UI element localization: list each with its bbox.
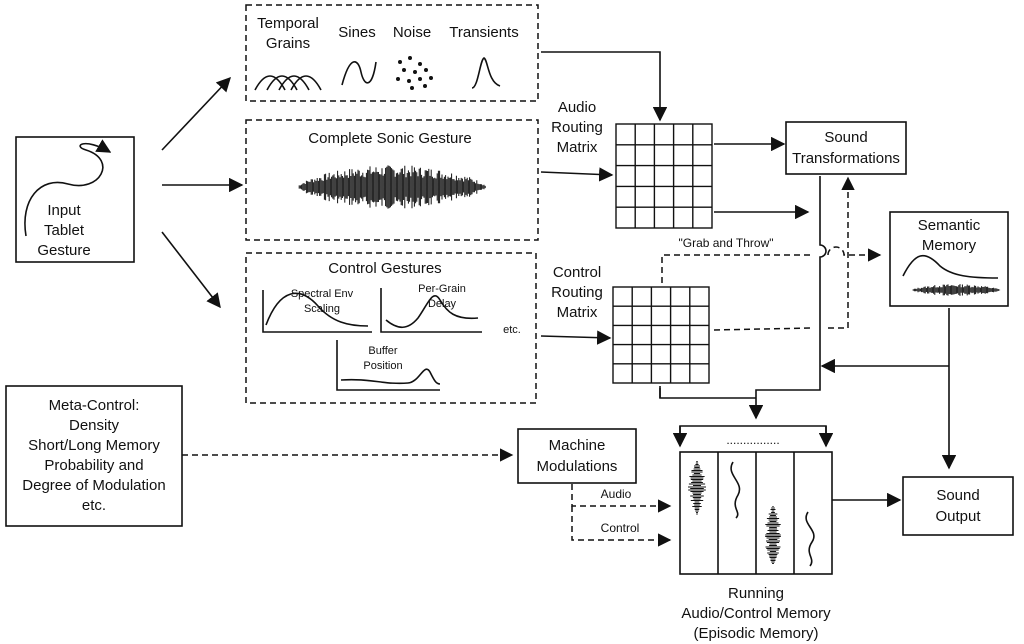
tablet-gesture-stroke — [24, 139, 112, 237]
per-grain-label-1: Per-Grain — [418, 283, 466, 295]
arrow-input-to-control — [161, 231, 221, 309]
per-grain-label-2: Delay — [428, 298, 457, 310]
control-routing-label-1: Control — [553, 264, 601, 281]
audio-routing-matrix-grid — [615, 123, 713, 229]
semantic-memory-box: Semantic Memory — [889, 211, 1009, 307]
noise-label: Noise — [393, 24, 431, 41]
meta-control-line-5: Degree of Modulation — [22, 477, 165, 494]
meta-control-line-2: Density — [69, 417, 120, 434]
complete-sonic-gesture-title: Complete Sonic Gesture — [308, 130, 471, 147]
spectral-env-curve — [265, 292, 369, 327]
buffer-label-1: Buffer — [368, 345, 397, 357]
source-types-box: Temporal Grains Sines Noise Transients — [245, 4, 539, 102]
spectral-env-label-1: Spectral Env — [291, 288, 354, 300]
memory-control-track-1 — [730, 461, 741, 519]
running-memory-line-3: (Episodic Memory) — [693, 625, 818, 642]
per-grain-axes — [380, 288, 482, 333]
control-gestures-etc: etc. — [503, 324, 521, 336]
meta-control-line-1: Meta-Control: — [49, 397, 140, 414]
control-routing-matrix-grid — [612, 286, 710, 384]
memory-control-track-2 — [805, 511, 815, 567]
running-memory-box: ................ Running Audio/Control M… — [672, 425, 834, 642]
input-tablet-line-3: Gesture — [37, 242, 90, 259]
meta-control-line-6: etc. — [82, 497, 106, 514]
sound-transformations-box: Sound Transformations — [785, 121, 907, 175]
per-grain-curve — [385, 294, 479, 329]
memory-audio-track-2 — [765, 506, 781, 564]
audio-routing-label-3: Matrix — [557, 139, 598, 156]
arrow-modulation-control — [571, 506, 672, 547]
running-memory-line-2: Audio/Control Memory — [681, 605, 831, 622]
noise-icon — [396, 56, 433, 90]
transient-icon — [471, 57, 501, 89]
buffer-curve — [340, 368, 441, 385]
sound-output-line-1: Sound — [936, 487, 979, 504]
input-tablet-gesture-box: Input Tablet Gesture — [15, 136, 135, 263]
arrow-bus-to-memory — [748, 363, 821, 420]
machine-modulations-line-2: Modulations — [537, 458, 618, 475]
transients-label: Transients — [449, 24, 518, 41]
temporal-grains-label-1: Temporal — [257, 15, 319, 32]
arrow-grab-throw-to-semantic — [827, 246, 882, 262]
memory-audio-track-1 — [688, 461, 706, 515]
semantic-waveform — [912, 284, 1001, 296]
sound-output-box: Sound Output — [902, 476, 1014, 536]
control-routing-label-3: Matrix — [557, 304, 598, 321]
arrow-sources-to-audio-matrix — [541, 51, 668, 122]
grab-throw-left-segment — [661, 254, 812, 283]
arrow-control-to-control-matrix — [540, 330, 612, 345]
control-matrix-to-memory-join — [659, 388, 756, 399]
semantic-envelope-curve — [902, 255, 999, 279]
control-routing-label-2: Routing — [551, 284, 603, 301]
temporal-grains-label-2: Grains — [266, 35, 310, 52]
running-memory-line-1: Running — [728, 585, 784, 602]
sines-label: Sines — [338, 24, 376, 41]
buffer-label-2: Position — [363, 360, 402, 372]
arrow-sonic-to-audio-matrix — [540, 167, 614, 182]
machine-modulations-line-1: Machine — [549, 437, 606, 454]
control-gestures-title: Control Gestures — [328, 260, 441, 277]
audio-routing-label-1: Audio — [558, 99, 596, 116]
spectral-env-label-2: Scaling — [304, 303, 340, 315]
sound-output-line-2: Output — [935, 508, 981, 525]
memory-dots: ................ — [726, 433, 779, 447]
semantic-memory-line-1: Semantic — [918, 217, 981, 234]
audio-routing-label-2: Routing — [551, 119, 603, 136]
meta-control-line-3: Short/Long Memory — [28, 437, 160, 454]
grab-and-throw-label: "Grab and Throw" — [678, 236, 773, 250]
sound-transformations-line-1: Sound — [824, 129, 867, 146]
complete-sonic-gesture-box: Complete Sonic Gesture — [245, 119, 539, 241]
meta-control-box: Meta-Control: Density Short/Long Memory … — [5, 385, 183, 527]
control-gestures-box: Control Gestures Spectral Env Scaling Pe… — [245, 252, 537, 404]
arrow-control-matrix-to-transformations — [713, 178, 848, 331]
semantic-memory-line-2: Memory — [922, 237, 977, 254]
modulation-control-label: Control — [601, 521, 640, 535]
input-tablet-line-1: Input — [47, 202, 81, 219]
sound-transformations-line-2: Transformations — [792, 150, 900, 167]
buffer-axes — [336, 340, 440, 391]
transformations-output-bus — [819, 176, 827, 363]
sines-icon — [341, 61, 377, 86]
sonic-waveform — [298, 165, 486, 209]
machine-modulations-box: Machine Modulations — [517, 428, 637, 484]
arrow-input-to-sources — [161, 76, 231, 151]
spectral-env-axes — [262, 290, 372, 333]
input-tablet-line-2: Tablet — [44, 222, 85, 239]
temporal-grains-icon — [254, 75, 322, 91]
modulation-audio-label: Audio — [601, 487, 632, 501]
meta-control-line-4: Probability and — [44, 457, 143, 474]
